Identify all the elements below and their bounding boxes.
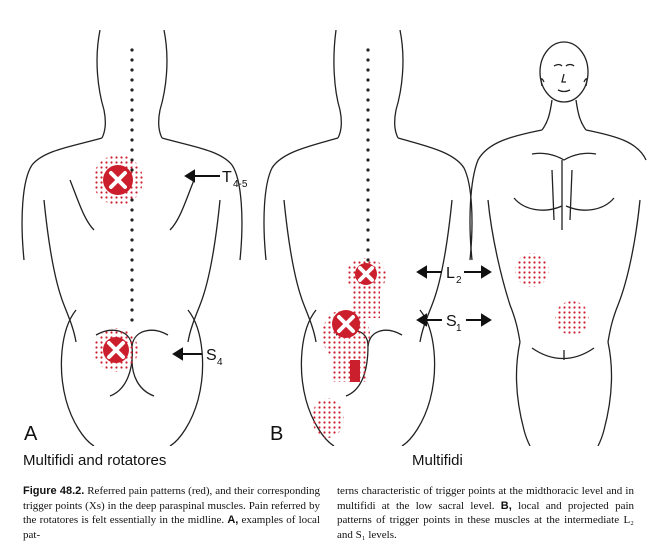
trigger-point-x-a xyxy=(107,171,127,359)
pain-zone-thigh xyxy=(312,398,344,438)
caption-a-label: A, xyxy=(227,514,239,526)
label-t-sub: 4-5 xyxy=(233,179,248,190)
body-illustration-b: L 2 S 1 xyxy=(263,30,647,446)
panel-a-caption: Multifidi and rotatores xyxy=(23,452,167,469)
figure-label: Figure 48.2. xyxy=(23,485,85,497)
front-outline-b xyxy=(469,41,647,446)
caption-b-label: B, xyxy=(500,499,512,512)
back-body-illustration-a: T 4-5 S 4 A xyxy=(21,30,248,446)
label-l-sub: 2 xyxy=(456,275,462,286)
panel-letter-b: B xyxy=(270,423,283,445)
caption-right-text: terns characteristic of trigger points a… xyxy=(337,485,634,512)
figure-panel-a: T 4-5 S 4 A xyxy=(14,30,256,446)
back-outline-b xyxy=(263,30,473,446)
label-l: L xyxy=(446,265,455,282)
level-arrows-b xyxy=(416,265,492,327)
pain-zone-abdomen-upper xyxy=(515,253,549,287)
label-s1: S xyxy=(446,313,457,330)
panel-b-caption: Multifidi xyxy=(412,452,463,469)
figure-caption-right: terns characteristic of trigger points a… xyxy=(337,484,634,542)
pain-core-s1-spread xyxy=(350,360,360,382)
caption-left-tail: examples of local pat- xyxy=(23,514,320,541)
label-s1-sub: 1 xyxy=(456,323,462,334)
label-s-sub: 4 xyxy=(217,357,223,368)
label-t: T xyxy=(222,169,232,186)
trigger-point-x-b xyxy=(337,266,374,333)
caption-left-text: Referred pain patterns (red), and their … xyxy=(23,485,321,526)
figure-caption-left: Figure 48.2. Referred pain patterns (red… xyxy=(23,484,320,542)
body-outline-a xyxy=(21,30,243,446)
panel-letter-a: A xyxy=(24,423,38,445)
caption-right-tail: local and projected pain patterns of tri… xyxy=(337,499,635,541)
label-s: S xyxy=(206,347,217,364)
pain-zone-s1-spread xyxy=(332,350,366,382)
pain-zone-abdomen-lower xyxy=(555,301,589,335)
figure-panel-b: L 2 S 1 xyxy=(262,30,648,446)
level-arrows-a xyxy=(172,169,220,361)
spine-dots-b xyxy=(366,48,370,262)
